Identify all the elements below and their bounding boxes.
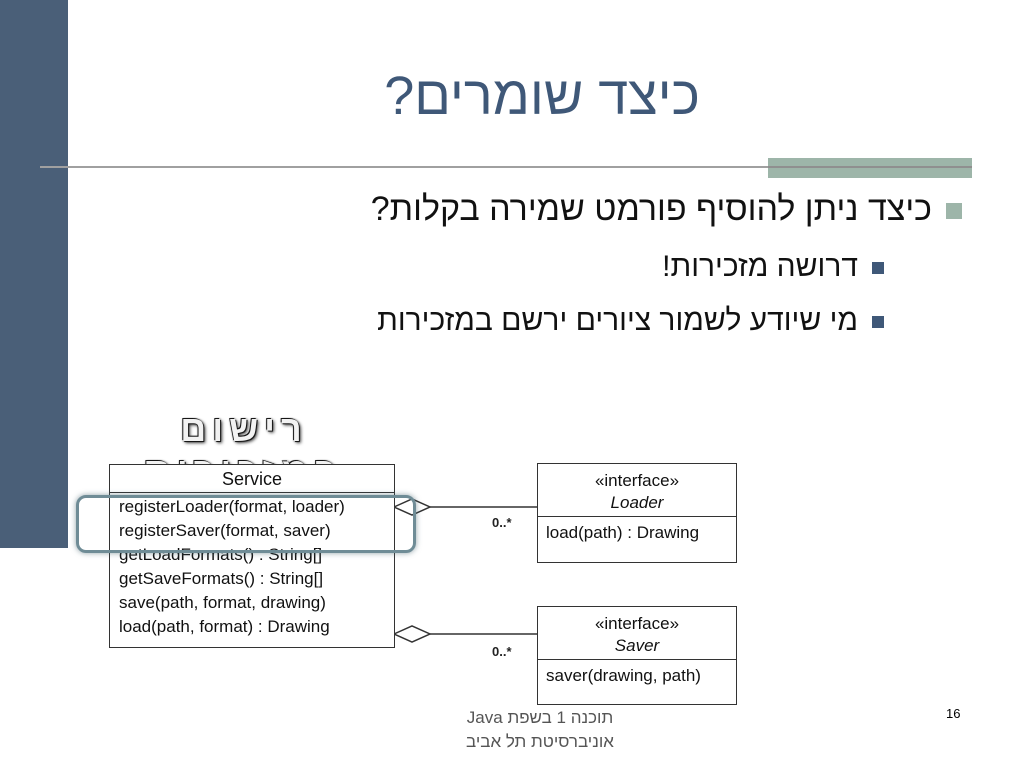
page-number: 16: [946, 706, 961, 721]
service-method: getSaveFormats() : String[]: [119, 569, 324, 588]
saver-multiplicity: 0..*: [492, 644, 512, 659]
saver-aggregation-diamond: [392, 625, 432, 643]
service-method: registerSaver(format, saver): [119, 521, 331, 540]
footer-course: תוכנה 1 בשפת Java: [466, 708, 614, 727]
loader-multiplicity: 0..*: [492, 515, 512, 530]
service-class-box: Service registerLoader(format, loader) r…: [109, 464, 395, 648]
loader-stereotype: «interface»: [594, 471, 680, 490]
bullet-square-icon: [946, 203, 962, 220]
loader-name: Loader: [610, 493, 664, 512]
service-method: save(path, format, drawing): [119, 593, 326, 612]
service-method: load(path, format) : Drawing: [119, 617, 330, 636]
slide-title: כיצד שומרים?: [384, 66, 700, 126]
footer-university: אוניברסיטת תל אביב: [466, 732, 614, 751]
bullet-text: מי שיודע לשמור ציורים ירשם במזכירות: [377, 304, 858, 337]
saver-operation: saver(drawing, path): [546, 666, 701, 685]
side-band: [0, 0, 68, 548]
register-methods-highlight: [76, 495, 416, 553]
saver-header: «interface» Saver: [538, 607, 736, 660]
bullet-level-2: דרושה מזכירות!: [662, 250, 884, 284]
loader-operation: load(path) : Drawing: [546, 523, 700, 542]
service-methods: registerLoader(format, loader) registerS…: [110, 493, 394, 639]
bullet-square-icon: [872, 262, 884, 275]
slide-footer: תוכנה 1 בשפת Java אוניברסיטת תל אביב: [400, 706, 680, 754]
title-divider: [40, 166, 972, 168]
bullet-text: כיצד ניתן להוסיף פורמט שמירה בקלות?: [370, 190, 932, 228]
side-band-lower: [0, 548, 68, 768]
title-divider-accent: [768, 158, 972, 178]
service-method: getLoadFormats() : String[]: [119, 545, 323, 564]
loader-interface-box: «interface» Loader load(path) : Drawing: [537, 463, 737, 563]
service-method: registerLoader(format, loader): [119, 497, 345, 516]
bullet-square-icon: [872, 316, 884, 329]
bullet-text: דרושה מזכירות!: [662, 250, 858, 283]
bullet-level-1: כיצד ניתן להוסיף פורמט שמירה בקלות?: [371, 190, 962, 229]
bullet-level-2: מי שיודע לשמור ציורים ירשם במזכירות: [377, 304, 884, 338]
service-class-name: Service: [110, 465, 394, 493]
saver-stereotype: «interface»: [594, 614, 680, 633]
loader-header: «interface» Loader: [538, 464, 736, 517]
saver-name: Saver: [614, 636, 660, 655]
saver-interface-box: «interface» Saver saver(drawing, path): [537, 606, 737, 705]
